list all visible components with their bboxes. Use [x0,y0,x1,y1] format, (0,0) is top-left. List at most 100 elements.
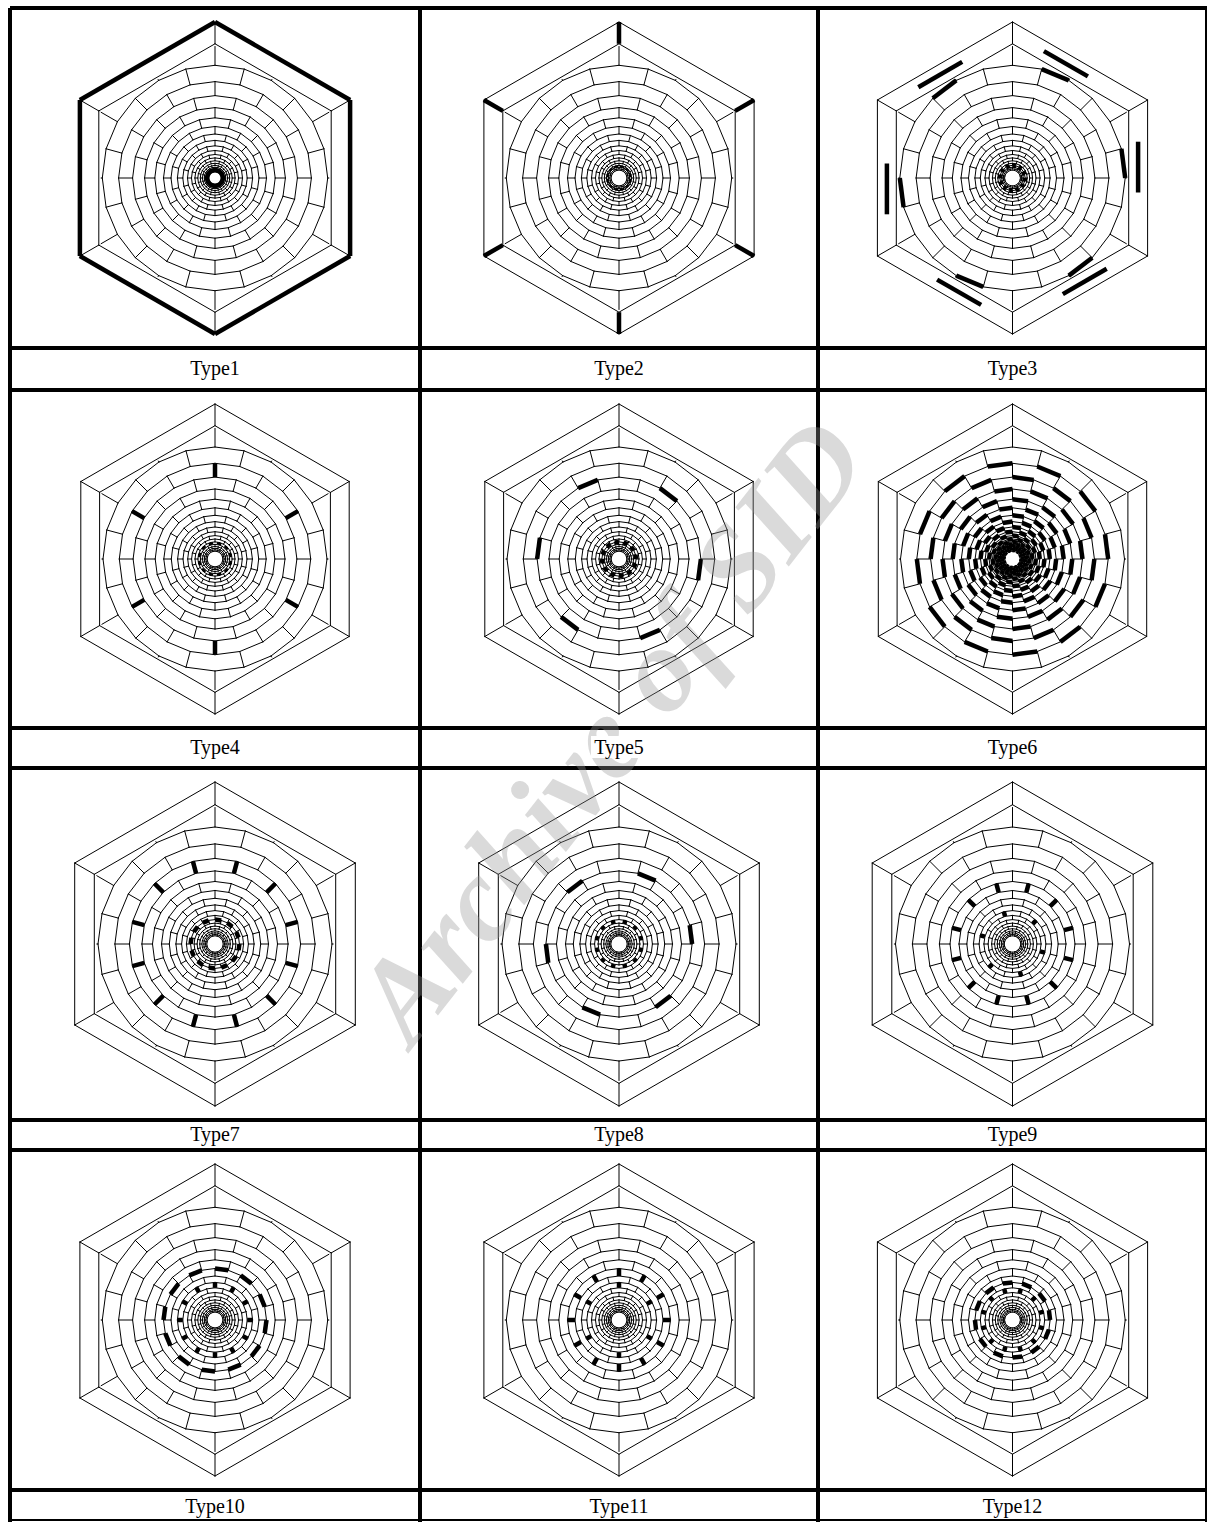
bond-line [602,158,607,162]
bond-line [1003,140,1013,141]
bond-line [677,178,679,194]
bond-line [231,120,246,126]
bond-line [135,157,147,160]
bond-line [237,133,241,140]
bond-line [1017,161,1021,163]
bond-line [576,135,582,141]
bond-line [265,609,273,617]
bond-line [253,189,257,200]
bond-line [174,249,194,257]
bond-line [539,98,551,110]
bond-line [1031,98,1034,110]
bond-line [167,95,174,107]
bond-line [240,261,263,271]
bond-line [650,170,651,178]
bond-line [1026,120,1028,129]
bond-line [619,65,648,69]
bond-line [997,236,1013,238]
bond-line [1062,128,1073,143]
bond-line [243,159,248,162]
bond-line [1031,110,1048,117]
bond-line [648,276,675,287]
bond-line [220,161,224,163]
bond-line [223,206,231,209]
bond-line [222,165,225,167]
bond-line [106,203,122,207]
bond-line [147,196,154,213]
bond-line [596,184,598,190]
bond-line [687,246,699,258]
bond-line [184,170,189,171]
bond-line [970,214,976,220]
bond-line [1017,193,1021,195]
bond-line [592,178,593,185]
bond-line [188,164,191,171]
bond-line [219,164,223,166]
bond-line [964,85,987,95]
bond-line [220,159,225,161]
bond-line [1024,158,1029,162]
bond-line [526,130,536,153]
bond-line [1018,159,1023,161]
bond-line [1057,152,1062,164]
bond-line [904,122,915,149]
bond-line [188,145,196,151]
bond-line [655,135,661,141]
bond-line [994,145,997,150]
bond-line [986,205,994,211]
bond-line [283,480,295,492]
bond-line [215,146,223,147]
bond-line [619,228,632,230]
bond-line [999,202,1006,205]
bond-line [195,178,196,183]
bond-line [609,159,614,161]
bond-line [536,226,551,246]
bond-line [193,216,204,220]
bond-line [1018,197,1019,200]
bond-line [1031,145,1039,151]
bond-line [596,172,597,178]
bond-line [987,223,999,228]
bond-line [1028,230,1043,236]
bond-line [298,203,308,226]
bond-line [1013,65,1042,69]
bond-line [202,228,215,230]
bond-line [588,147,593,152]
bond-line [283,491,298,511]
bond-line [702,130,712,153]
bond-line [237,140,246,147]
bond-line [245,117,250,126]
bond-line [614,197,619,198]
bond-line [1129,245,1148,256]
bond-line [208,205,215,206]
bond-line [209,201,215,202]
bond-line [929,130,941,137]
bond-line [256,630,263,642]
bond-line [506,178,510,207]
bond-line [232,161,236,166]
bond-line [1045,188,1049,197]
bond-line [144,120,157,137]
bond-line [1007,158,1012,159]
bond-line [190,463,215,466]
bond-line [253,200,260,204]
bond-line [980,151,986,159]
bond-line [626,165,629,167]
bond-line [596,150,603,155]
bond-line [954,107,971,120]
bond-line [996,147,1004,150]
bond-line [639,159,643,165]
bond-line [1071,120,1084,137]
bond-line [607,190,611,193]
bond-line [563,69,590,80]
bond-line [561,107,578,120]
bond-line [154,208,163,213]
bond-line [586,159,591,162]
bond-line [526,203,536,226]
bond-line [203,198,209,200]
bond-line [231,230,246,236]
bond-line [256,488,273,501]
bond-line [167,467,190,477]
bond-line [1039,185,1044,186]
bond-line [1020,151,1027,154]
